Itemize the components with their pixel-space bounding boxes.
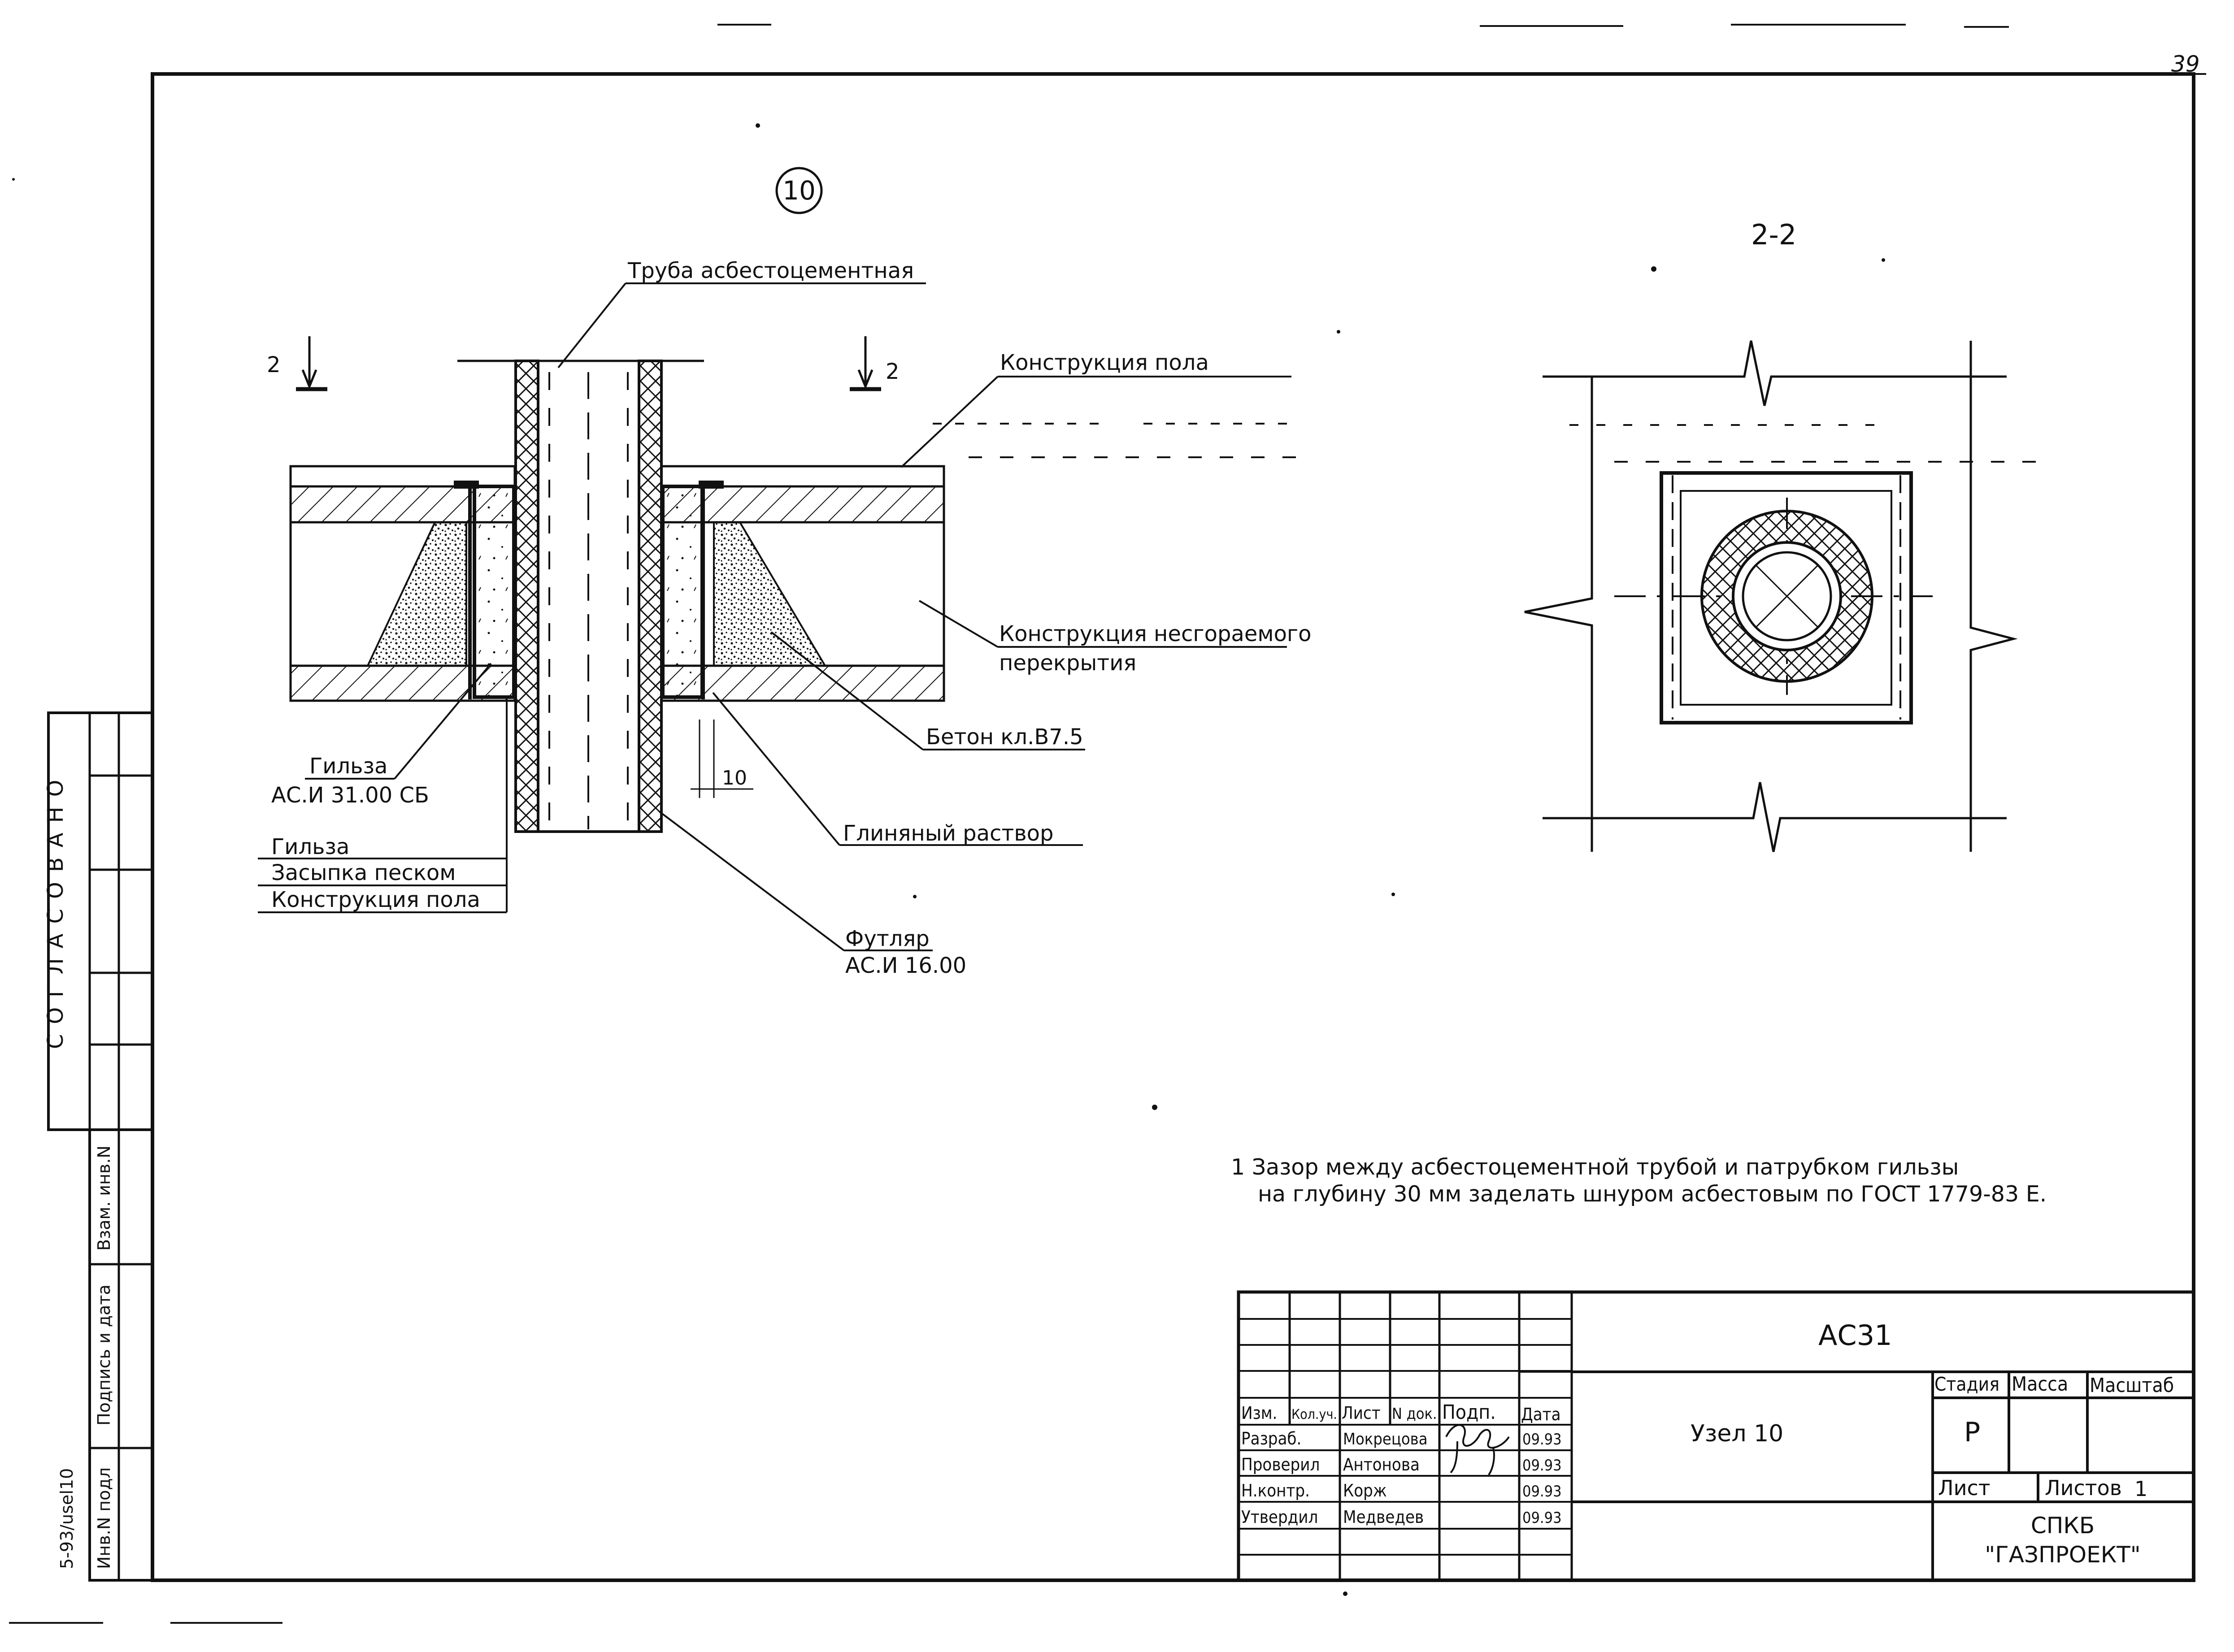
note: 1 Зазор между асбестоцементной трубой и … (1231, 1154, 2047, 1207)
section-cut-right: 2 (850, 336, 900, 391)
dimension-gap: 10 (691, 720, 753, 798)
stage-header: Стадия (1934, 1373, 1999, 1395)
svg-text:Труба асбестоцементная: Труба асбестоцементная (627, 258, 914, 283)
slab-bottom-right (660, 664, 945, 702)
section-cut-left-label: 2 (267, 352, 281, 377)
signature-scribble (1445, 1424, 1510, 1476)
scale-header: Масштаб (2090, 1374, 2174, 1397)
legend-row-1: Гильза (271, 834, 349, 859)
legend-row-3: Конструкция пола (271, 887, 480, 912)
hdr-list: Лист (1342, 1403, 1381, 1423)
row-2-date: 09.93 (1522, 1457, 1562, 1474)
agreed-label: СОГЛАСОВАНО (43, 770, 68, 1049)
svg-text:АС.И 16.00: АС.И 16.00 (845, 953, 966, 978)
row-3-person: Корж (1343, 1481, 1387, 1500)
row-3-role: Н.контр. (1241, 1481, 1310, 1500)
floor-screed-right (660, 485, 945, 524)
vzam-label: Взам. инв.N (94, 1145, 114, 1251)
drawing-name: Узел 10 (1691, 1420, 1783, 1447)
node-detail: 10 2 (258, 167, 1312, 978)
hdr-data: Дата (1521, 1405, 1561, 1424)
row-3-date: 09.93 (1522, 1483, 1562, 1500)
concrete-fill-left (366, 521, 467, 667)
title-block: Изм. Кол.уч. Лист N док. Подп. Дата Разр… (1237, 1290, 2195, 1582)
scan-dots (12, 123, 1885, 1596)
row-1-role: Разраб. (1241, 1429, 1301, 1448)
svg-text:Гильза: Гильза (309, 754, 387, 779)
pipe-wall-left (514, 360, 539, 833)
svg-text:10: 10 (722, 767, 747, 789)
svg-text:Конструкция несгораемого: Конструкция несгораемого (999, 621, 1312, 646)
legend-row-2: Засыпка песком (271, 860, 456, 885)
page-number: 39 (2171, 51, 2200, 77)
sheet-label: Лист (1938, 1476, 1991, 1500)
section-cut-right-label: 2 (886, 359, 900, 384)
svg-text:Конструкция пола: Конструкция пола (1000, 350, 1209, 375)
document-code: АС31 (1818, 1319, 1892, 1352)
row-1-date: 09.93 (1522, 1431, 1562, 1448)
floor-finish-left (289, 465, 516, 488)
section-2-2: 2-2 (1524, 218, 2018, 852)
scan-noise (9, 24, 2036, 1624)
sheet-frame (151, 72, 2195, 1582)
row-4-date: 09.93 (1522, 1509, 1562, 1527)
row-1-person: Мокрецова (1343, 1430, 1428, 1448)
label-slab: Конструкция несгораемого перекрытия (918, 600, 1312, 676)
org-line-1: СПКБ (2031, 1513, 2095, 1539)
legend-table: Гильза Засыпка песком Конструкция пола (258, 697, 508, 913)
node-marker-circle (775, 167, 823, 214)
label-case: Футляр АС.И 16.00 (658, 811, 966, 978)
inventory-label: Инв.N подл (94, 1467, 114, 1569)
label-pipe: Труба асбестоцементная (557, 258, 926, 369)
sheets-label: Листов (2045, 1476, 2122, 1500)
row-2-person: Антонова (1343, 1455, 1420, 1474)
hdr-izm: Изм. (1241, 1403, 1277, 1423)
hdr-kolich: Кол.уч. (1291, 1407, 1337, 1422)
signature-date-label: Подпись и дата (94, 1284, 114, 1426)
svg-text:Бетон кл.В7.5: Бетон кл.В7.5 (926, 724, 1083, 750)
sleeve-plate-outer (1660, 471, 1913, 724)
hdr-ndok: N док. (1392, 1405, 1437, 1423)
mass-header: Масса (2012, 1373, 2068, 1396)
row-2-role: Проверил (1241, 1455, 1320, 1474)
svg-text:Футляр: Футляр (845, 926, 930, 951)
label-floor-top: Конструкция пола (900, 350, 1291, 468)
pipe-wall-right (638, 360, 663, 833)
svg-text:АС.И 31.00 СБ: АС.И 31.00 СБ (271, 783, 429, 808)
note-line-2: на глубину 30 мм заделать шнуром асбесто… (1258, 1181, 2047, 1207)
note-line-1: 1 Зазор между асбестоцементной трубой и … (1231, 1154, 1959, 1180)
hdr-podp: Подп. (1442, 1401, 1496, 1424)
svg-text:Глиняный раствор: Глиняный раствор (843, 821, 1054, 846)
svg-text:перекрытия: перекрытия (999, 650, 1136, 676)
org-line-2: "ГАЗПРОЕКТ" (1985, 1542, 2141, 1568)
sleeve-right (661, 485, 704, 699)
row-4-role: Утвердил (1241, 1507, 1318, 1527)
node-marker-number: 10 (782, 175, 816, 206)
sheets-value: 1 (2134, 1477, 2147, 1501)
pipe-bore (1742, 551, 1832, 642)
file-code: 5-93/usel10 (57, 1468, 77, 1569)
section-title: 2-2 (1751, 218, 1796, 251)
row-4-person: Медведев (1343, 1507, 1424, 1527)
concrete-fill-right (713, 521, 827, 667)
label-clay: Глиняный раствор (712, 692, 1083, 846)
stage-value: Р (1964, 1417, 1980, 1448)
sleeve-left (473, 485, 516, 699)
label-sleeve: Гильза АС.И 31.00 СБ (271, 663, 492, 808)
label-concrete: Бетон кл.В7.5 (770, 631, 1085, 750)
section-cut-left: 2 (267, 336, 327, 391)
approval-strip: СОГЛАСОВАНО Взам. инв.N Подпись и дата И… (43, 711, 154, 1582)
